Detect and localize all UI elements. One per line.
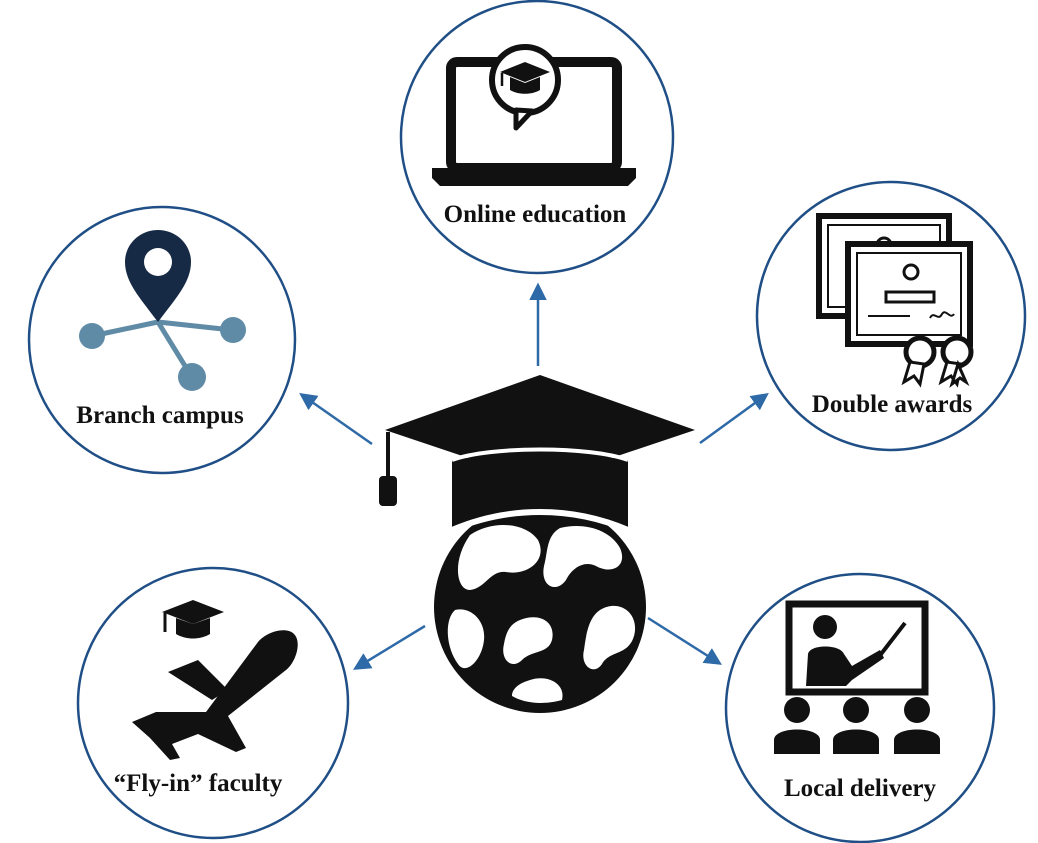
node-online-education: Online education [399,0,675,275]
connector-arrows [299,282,769,670]
node-circle [27,205,297,475]
arrow-to-local-delivery [647,616,722,665]
node-branch-campus: Branch campus [27,205,297,475]
node-label: Online education [444,201,627,228]
node-local-delivery: Local delivery [724,572,996,843]
node-fly-in-faculty: “Fly-in” faculty [76,566,350,840]
node-label: Branch campus [76,402,244,429]
airplane-graduation-cap-icon [132,600,298,760]
node-circle [399,0,675,275]
presenter-audience-icon [774,600,940,754]
arrow-to-fly-in-faculty [353,624,426,670]
laptop-graduation-chat-icon [432,44,636,186]
node-label: Local delivery [784,775,937,802]
arrow-to-branch-campus [299,392,373,446]
node-double-awards: Double awards [755,180,1027,452]
node-label: Double awards [812,391,973,418]
node-label: “Fly-in” faculty [114,770,283,797]
stacked-certificates-icon [816,213,974,388]
arrow-to-double-awards [699,392,769,445]
graduation-cap-globe-icon [379,375,695,713]
location-pin-network-icon [79,230,246,391]
